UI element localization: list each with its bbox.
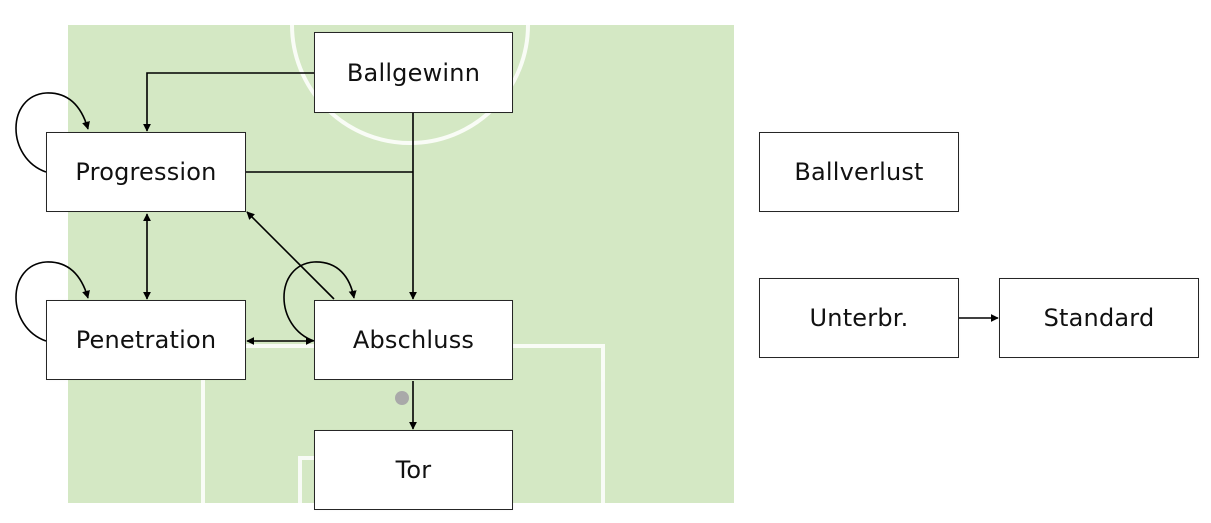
pitch-penalty-spot [395, 391, 409, 405]
node-unterbr: Unterbr. [759, 278, 959, 358]
node-abschluss: Abschluss [314, 300, 513, 380]
edge-ballgewinn-progression [143, 72, 315, 132]
node-tor: Tor [314, 430, 513, 510]
node-ballverlust: Ballverlust [759, 132, 959, 212]
edge-abschluss-progression [246, 211, 335, 300]
node-penetration: Penetration [46, 300, 246, 380]
node-progression: Progression [46, 132, 246, 212]
node-ballgewinn: Ballgewinn [314, 32, 513, 113]
self-loop-abschluss [283, 261, 357, 342]
self-loop-penetration [15, 261, 90, 342]
self-loop-progression [15, 92, 90, 173]
pitch-center-circle [290, 24, 530, 145]
node-standard: Standard [999, 278, 1199, 358]
